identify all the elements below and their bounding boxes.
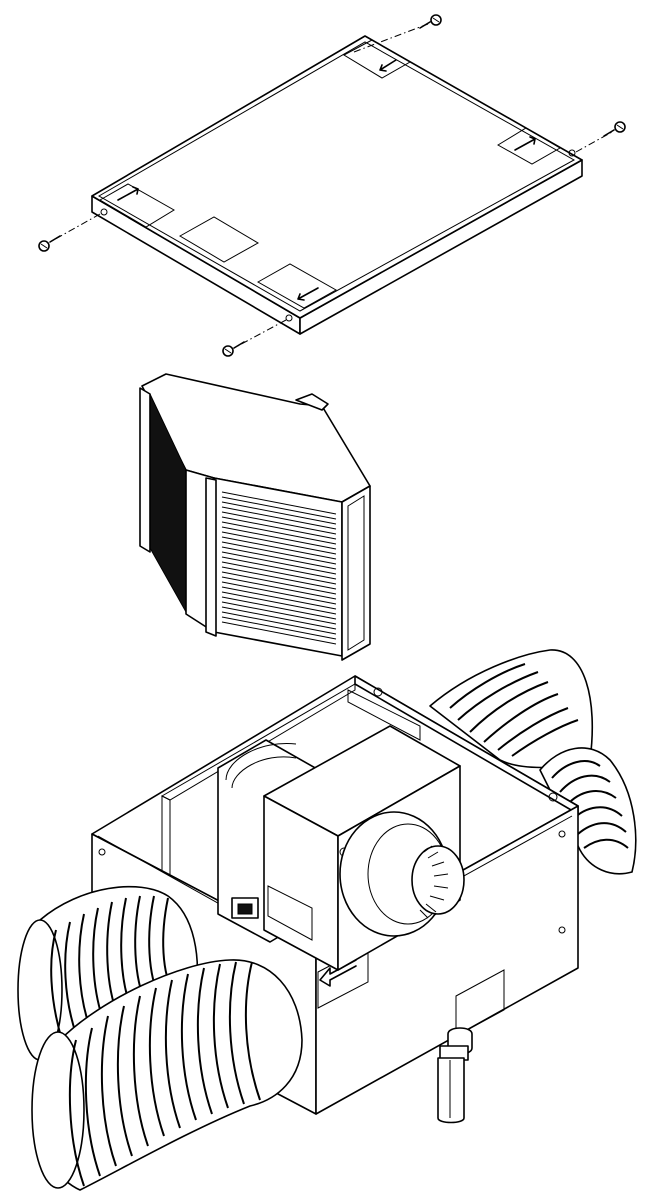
screw [603, 121, 626, 137]
screw [222, 341, 245, 357]
screw [419, 14, 442, 29]
fan-blades [419, 845, 449, 919]
screw [38, 235, 61, 252]
cover-blank-label [178, 216, 260, 263]
flexible-duct-rear [539, 747, 637, 875]
heat-exchanger-core [139, 373, 371, 661]
cover-arrow-label [99, 183, 175, 228]
cover-panel [91, 35, 583, 335]
cover-arrow-label [342, 39, 412, 79]
condensate-drain-pipe [437, 1027, 473, 1124]
screws [38, 14, 626, 357]
cover-arrow-label [497, 127, 561, 165]
flexible-duct-front [31, 959, 303, 1191]
cover-arrow-label [256, 263, 338, 309]
housing-blank-label [455, 969, 505, 1037]
blower-fan [217, 725, 465, 971]
core-fins [221, 491, 337, 645]
